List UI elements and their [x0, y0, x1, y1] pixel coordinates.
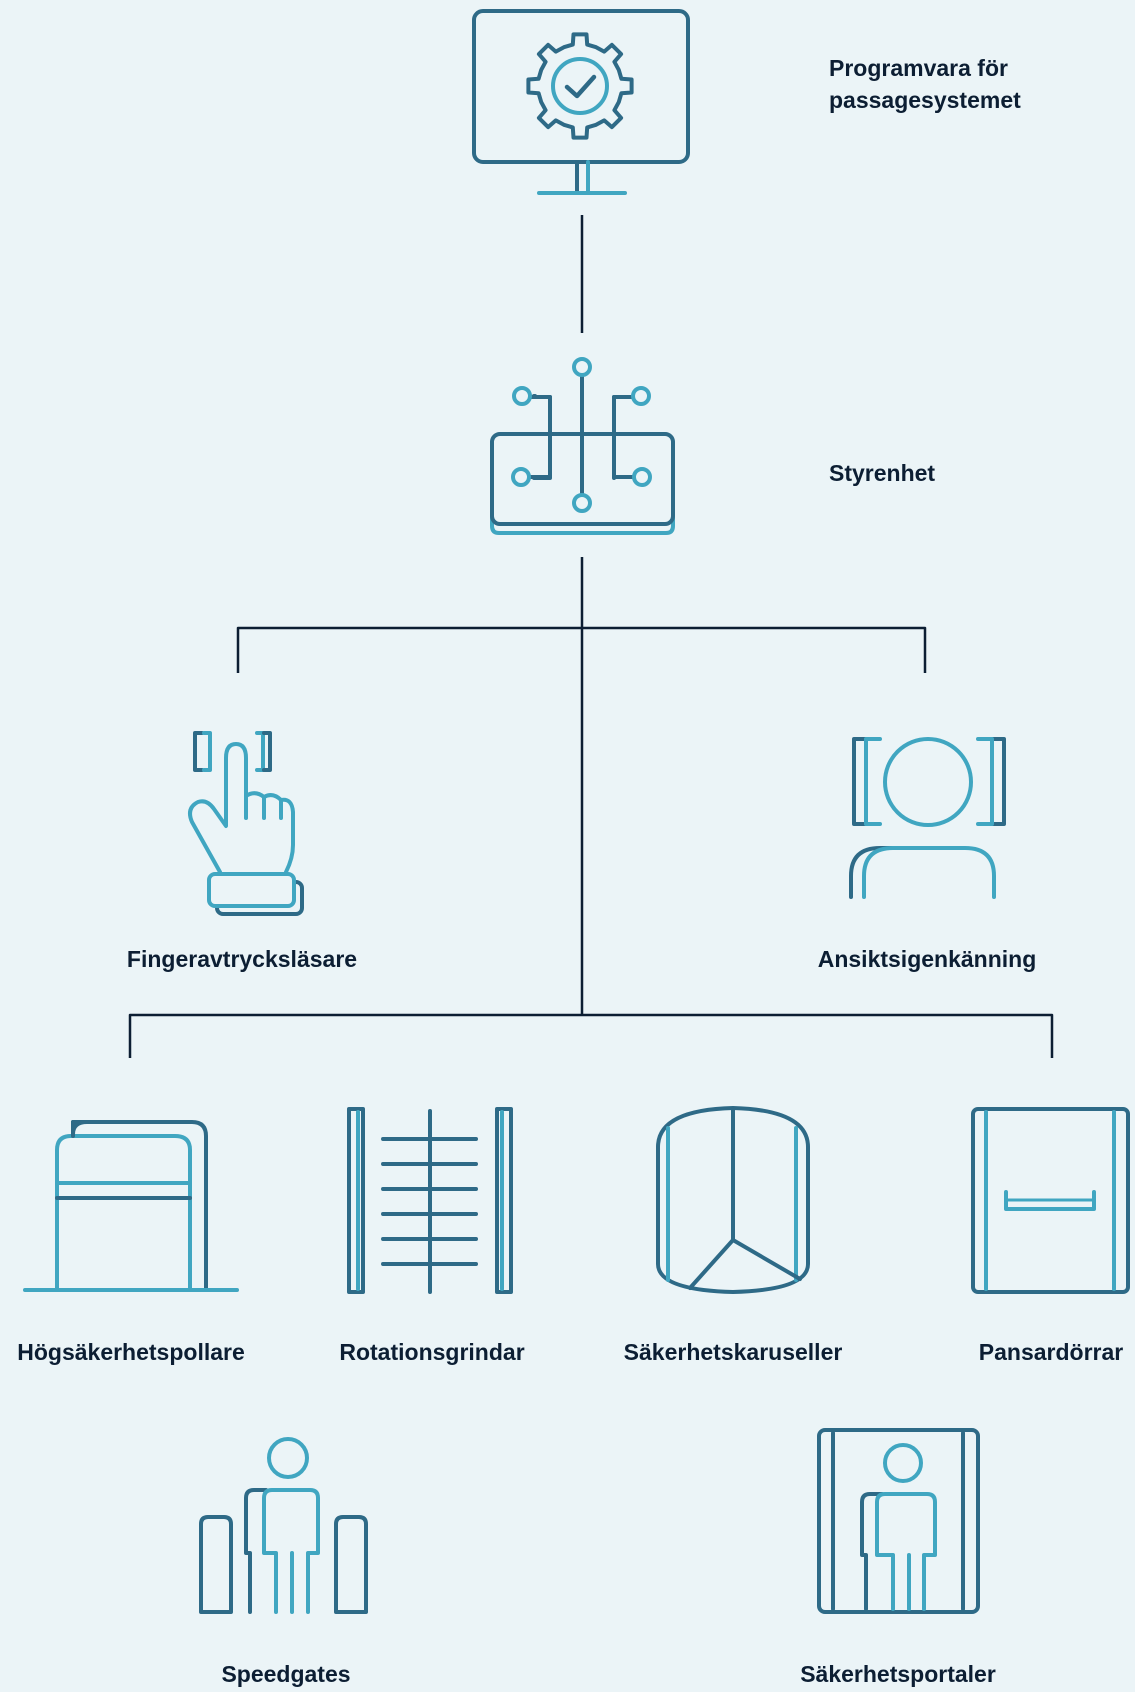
armored-doors-label: Pansardörrar	[978, 1339, 1124, 1365]
security-portal-icon	[817, 1428, 980, 1614]
face-label: Ansiktsigenkänning	[817, 946, 1037, 972]
bollards-label: Högsäkerhetspollare	[17, 1339, 245, 1365]
speedgates-label: Speedgates	[221, 1661, 351, 1687]
monitor-gear-check-icon	[472, 9, 690, 195]
fingerprint-hand-icon	[188, 731, 304, 916]
turnstile-icon	[347, 1107, 513, 1294]
turnstiles-label: Rotationsgrindar	[339, 1339, 525, 1365]
revolving-door-icon	[656, 1106, 810, 1294]
bollard-icon	[23, 1120, 239, 1292]
face-scan-icon	[849, 737, 1006, 899]
software-label: Programvara för passagesystemet	[829, 55, 1021, 113]
circuit-controller-icon	[490, 357, 675, 535]
armored-door-icon	[971, 1107, 1130, 1294]
controller-label: Styrenhet	[829, 460, 936, 486]
carousels-label: Säkerhetskaruseller	[623, 1339, 843, 1365]
portals-label: Säkerhetsportaler	[800, 1661, 996, 1687]
fingerprint-label: Fingeravtrycksläsare	[126, 946, 358, 972]
connector-biometric-branch	[236, 626, 927, 673]
speedgate-icon	[199, 1437, 368, 1614]
connector-barrier-branch	[128, 1013, 1054, 1058]
connector-lines	[128, 215, 1054, 1058]
